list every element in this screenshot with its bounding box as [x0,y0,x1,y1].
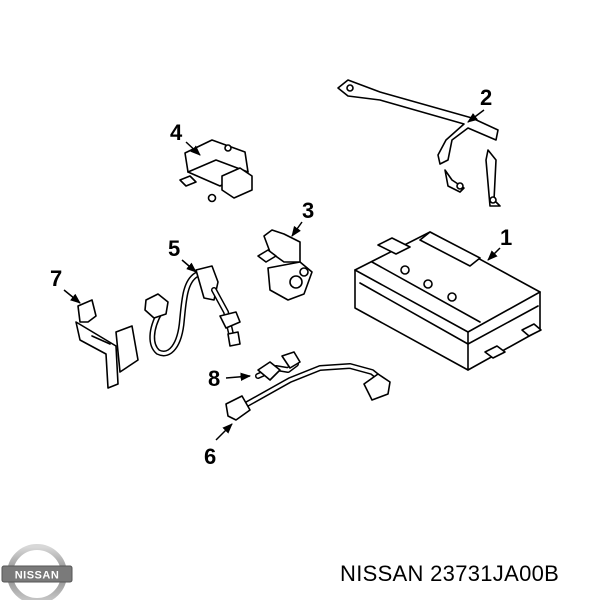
callout-2: 2 [480,85,492,110]
leader-3 [291,221,303,237]
leader-5 [181,259,197,273]
callout-8: 8 [208,366,220,391]
leader-lines [63,109,501,441]
leader-2 [467,109,485,123]
logo-text: NISSAN [15,570,60,582]
o2-sensor-harness-part [144,265,241,357]
callout-4: 4 [170,120,183,145]
canister-part [354,231,542,371]
bracket-part [337,79,501,207]
hose-harness-part [225,351,391,421]
part-number-label: NISSAN 23731JA00B [340,561,560,586]
leader-8 [225,372,252,381]
callout-6: 6 [204,444,216,469]
callout-3: 3 [302,198,314,223]
leader-7 [63,289,81,304]
valve-part [257,229,313,301]
leader-4 [185,141,201,156]
callout-1: 1 [500,225,512,250]
leader-1 [487,247,501,261]
sensor-unit-part [179,139,253,203]
callout-7: 7 [50,266,62,291]
nissan-logo: NISSAN [1,544,73,600]
leader-6 [215,423,233,441]
callout-5: 5 [168,236,180,261]
plate-bracket-part [75,299,139,389]
